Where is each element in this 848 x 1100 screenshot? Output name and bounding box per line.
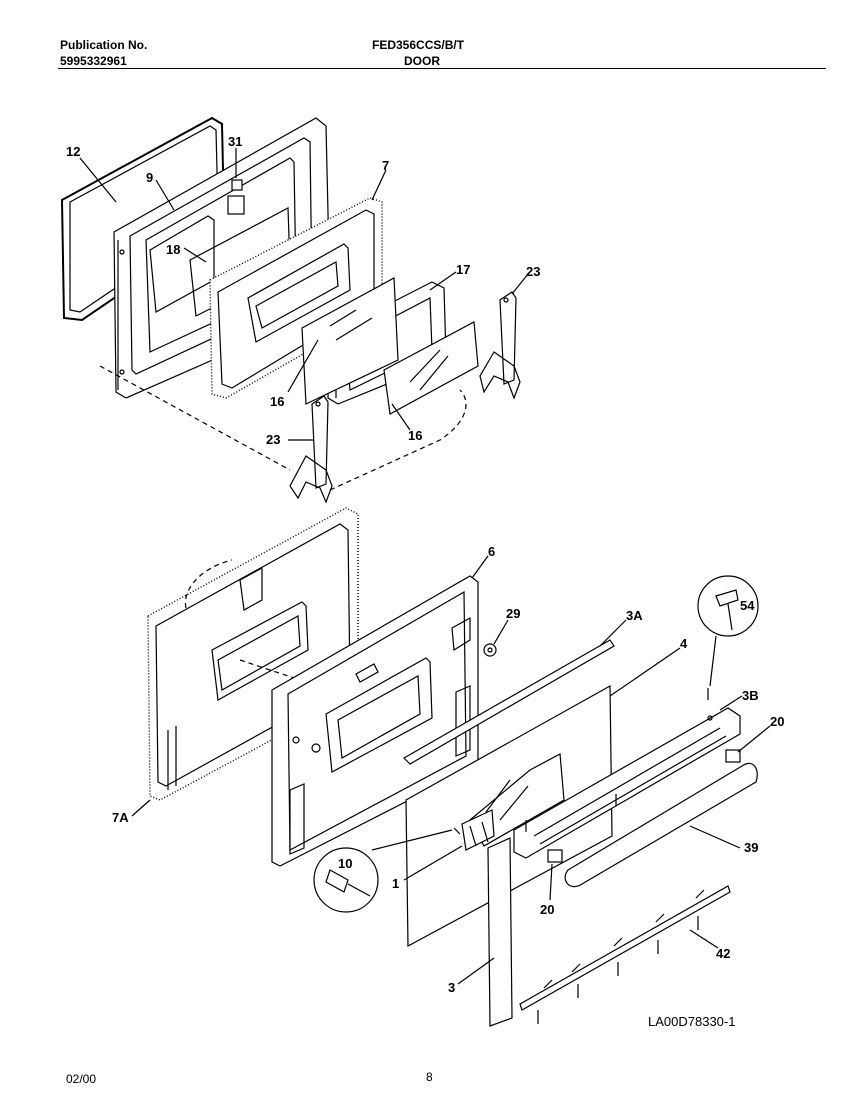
door-handle-39 [564,762,758,888]
publication-label: Publication No. [60,38,148,52]
detail-screw-10 [313,847,379,913]
callout-12: 12 [66,144,80,159]
footer-date: 02/00 [66,1072,97,1086]
callout-3A: 3A [626,608,643,623]
page-number: 8 [426,1070,433,1084]
window-glass-16-front [301,277,399,405]
screws [453,688,709,1024]
section-title: DOOR [404,54,440,68]
hinge-dash-guide [99,365,467,491]
callout-54: 54 [740,598,755,613]
callout-23-left: 23 [266,432,280,447]
door-trim-3 [487,837,513,1027]
handle-bracket-1 [461,809,495,851]
door-trim-3A [403,639,615,765]
callout-18: 18 [166,242,180,257]
callout-1: 1 [392,876,399,891]
handle-end-cap-20-right [725,749,741,763]
model-number: FED356CCS/B/T [372,38,465,52]
callout-3: 3 [448,980,455,995]
callout-7A: 7A [112,810,129,825]
callout-10: 10 [338,856,352,871]
leader-lines [79,148,771,985]
callout-20-right: 20 [770,714,784,729]
callout-17: 17 [456,262,470,277]
latch-bracket-31 [227,195,245,215]
callout-4: 4 [680,636,688,651]
bumper-29 [483,643,497,657]
callout-29: 29 [506,606,520,621]
callout-3B: 3B [742,688,759,703]
header-divider [58,68,826,69]
insulation-dash-guide [184,559,233,609]
handle-end-cap-20-left [547,849,563,863]
publication-number: 5995332961 [60,54,127,68]
window-glass-16-rear [383,321,479,415]
callout-31: 31 [228,134,242,149]
callout-9: 9 [146,170,153,185]
door-trim-3B [513,707,741,859]
hinge-23-left [289,395,333,504]
callout-16-rear: 16 [408,428,422,443]
hinge-23-right [479,291,521,400]
callout-39: 39 [744,840,758,855]
door-insulation-7A [147,507,359,801]
door-bottom-strip-42 [519,885,731,1011]
door-insulation-7 [209,197,383,399]
callout-16-front: 16 [270,394,284,409]
callout-6: 6 [488,544,495,559]
outer-glass-4 [405,684,613,947]
callout-20-left: 20 [540,902,554,917]
diagram-code: LA00D78330-1 [648,1014,735,1029]
detail-screw-54 [697,575,759,637]
callout-23-right: 23 [526,264,540,279]
callout-7: 7 [382,158,389,173]
callout-42: 42 [716,946,730,961]
